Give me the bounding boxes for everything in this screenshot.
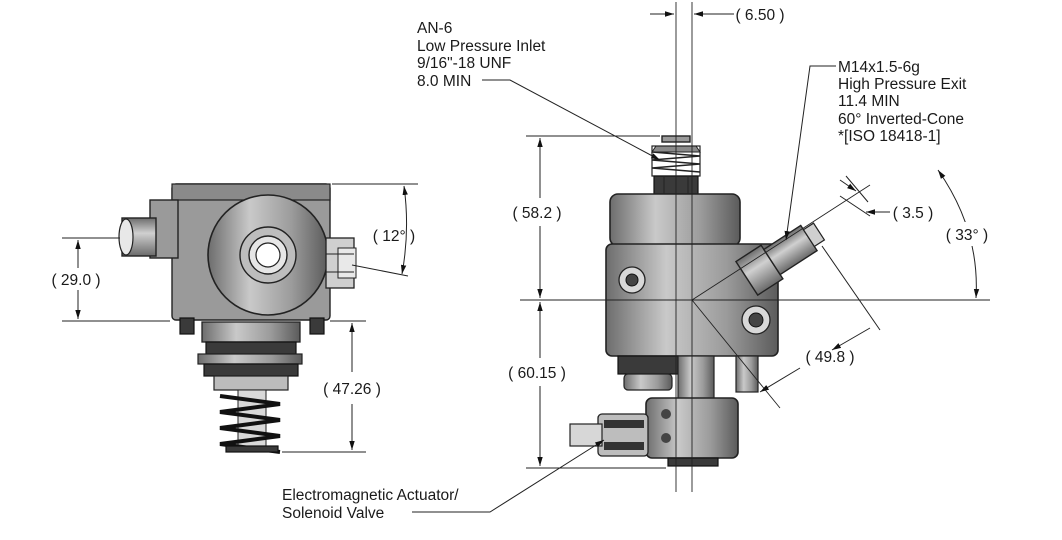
exit-line-5: *[ISO 18418-1]	[838, 128, 941, 145]
dim-6-50: ( 6.50 )	[735, 7, 784, 24]
lower-housing	[201, 321, 301, 343]
inlet-line-4: 8.0 MIN	[417, 73, 471, 90]
exit-line-2: High Pressure Exit	[838, 76, 967, 93]
dim-60-15: ( 60.15 )	[508, 365, 566, 382]
high-pressure-outlet	[734, 222, 826, 297]
exit-line-4: 60° Inverted-Cone	[838, 111, 964, 128]
left-view-dimensions: ( 29.0 ) ( 47.26 ) ( 12° )	[51, 183, 418, 453]
callout-inlet: AN-6 Low Pressure Inlet 9/16"-18 UNF 8.0…	[417, 20, 661, 161]
inlet-line-1: AN-6	[417, 20, 452, 37]
dim-47-26: ( 47.26 )	[323, 381, 381, 398]
left-view-pump	[118, 183, 357, 454]
dim-29-0: ( 29.0 )	[51, 272, 100, 289]
actuator-line-1: Electromagnetic Actuator/	[282, 487, 459, 504]
right-view-dimensions: ( 6.50 ) ( 58.2 ) ( 60.15 ) ( 3.5 ) ( 33…	[508, 7, 994, 469]
dim-3-5: ( 3.5 )	[893, 205, 934, 222]
callout-actuator: Electromagnetic Actuator/ Solenoid Valve	[282, 439, 605, 522]
exit-line-3: 11.4 MIN	[838, 93, 900, 110]
dim-58-2: ( 58.2 )	[512, 205, 561, 222]
right-view-pump	[569, 135, 826, 467]
dim-33-deg: ( 33° )	[946, 227, 988, 244]
inlet-line-3: 9/16"-18 UNF	[417, 55, 511, 72]
plunger-spring	[219, 389, 281, 454]
upper-cylinder	[609, 193, 741, 247]
inlet-line-2: Low Pressure Inlet	[417, 38, 546, 55]
exit-line-1: M14x1.5-6g	[838, 59, 920, 76]
callout-exit: M14x1.5-6g High Pressure Exit 11.4 MIN 6…	[784, 59, 967, 241]
dim-49-8: ( 49.8 )	[805, 349, 854, 366]
dim-12-deg: ( 12° )	[373, 228, 415, 245]
actuator-line-2: Solenoid Valve	[282, 505, 384, 522]
solenoid-connector	[569, 413, 649, 457]
